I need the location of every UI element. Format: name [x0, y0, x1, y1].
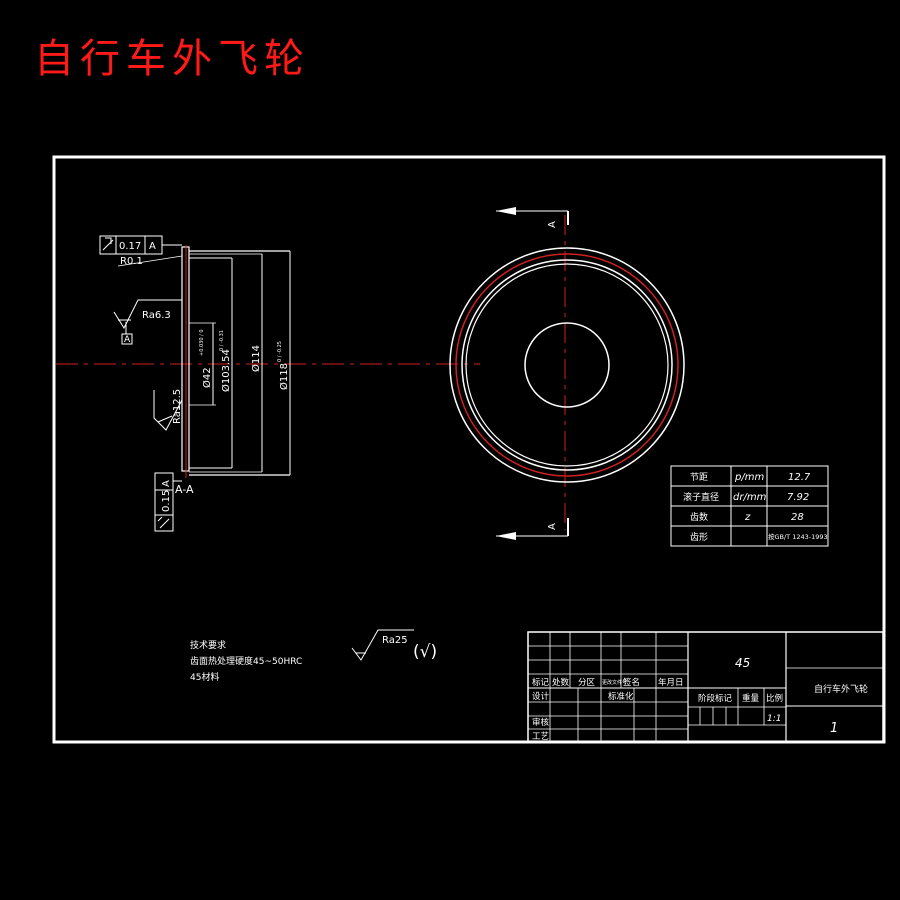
param-row-name: 齿数 — [690, 511, 708, 523]
header-cell: 年月日 — [658, 677, 684, 688]
param-row-value: 12.7 — [788, 472, 811, 483]
dim-bore-tolerance: +0.030 / 0 — [199, 329, 205, 356]
tolerance-frame-top: 0.17 A — [99, 235, 182, 255]
radius-label: R0.1 — [120, 256, 143, 267]
svg-text:Ra6.3: Ra6.3 — [142, 310, 171, 321]
material: 45 — [735, 656, 750, 670]
scale-label: 比例 — [766, 693, 783, 704]
reviewer-label: 审核 — [532, 717, 550, 728]
stage-mark-label: 阶段标记 — [698, 693, 733, 704]
param-row-symbol: p/mm — [734, 472, 764, 483]
title-block: 标记 处数 分区 更改文件号 签名 年月日 设计 标准化 审核 工艺 45 阶段… — [527, 631, 884, 743]
header-cell: 更改文件号 — [602, 679, 627, 686]
header-cell: 处数 — [552, 677, 570, 688]
param-row-value: 28 — [791, 512, 804, 523]
section-view: Ø42 +0.030 / 0 Ø103.54 0 / -0.31 Ø114 Ø1… — [56, 235, 480, 532]
header-cell: 标记 — [532, 677, 550, 688]
param-row-name: 节距 — [690, 472, 708, 483]
param-row-value: 7.92 — [787, 492, 809, 503]
svg-text:A: A — [547, 221, 558, 228]
svg-text:0.17: 0.17 — [119, 241, 141, 252]
notes-heading: 技术要求 — [190, 639, 226, 651]
weight-label: 重量 — [742, 693, 760, 704]
param-row-symbol: z — [744, 512, 751, 523]
front-view: A A — [449, 207, 685, 540]
drawing-name: 自行车外飞轮 — [814, 683, 868, 695]
inner-root-circle — [465, 263, 669, 467]
tolerance-frame-bottom: A 0.15 — [154, 472, 182, 532]
svg-text:(√): (√) — [413, 642, 437, 662]
svg-text:A: A — [149, 241, 156, 252]
dim-outer-diameter: Ø118 — [278, 363, 290, 390]
param-row-name: 滚子直径 — [683, 491, 719, 503]
svg-text:0.15: 0.15 — [161, 490, 172, 512]
surface-finish-symbol: Ra25 (√) — [351, 629, 437, 662]
outer-circle — [449, 247, 685, 483]
datum-label: A — [124, 335, 131, 345]
dim-outer-tolerance: 0 / -0.25 — [277, 341, 283, 362]
dim-root-diameter: Ø103.54 — [220, 349, 232, 392]
svg-text:Ra25: Ra25 — [382, 635, 408, 646]
section-mark-top: A — [496, 207, 569, 228]
notes-line-1: 齿面热处理硬度45~50HRC — [190, 655, 302, 667]
designer-label: 设计 — [532, 691, 550, 702]
dim-bore: Ø42 — [201, 367, 213, 388]
parameter-table: 节距 p/mm 12.7 滚子直径 dr/mm 7.92 齿数 z 28 齿形 … — [670, 465, 829, 547]
bore-circle — [524, 322, 610, 408]
dim-pitch-diameter: Ø114 — [250, 345, 262, 372]
header-cell: 签名 — [623, 677, 640, 688]
roughness-symbol-1: Ra6.3 A — [113, 299, 182, 345]
svg-text:Ra12.5: Ra12.5 — [172, 389, 183, 424]
pitch-circle — [455, 253, 679, 477]
root-circle — [461, 259, 673, 471]
header-cell: 分区 — [578, 678, 596, 688]
page-title: 自行车外飞轮 — [34, 36, 310, 82]
process-label: 工艺 — [532, 732, 549, 742]
section-label: A-A — [175, 483, 194, 496]
standardization-label: 标准化 — [608, 691, 634, 702]
param-row-value: 按GB/T 1243-1993 — [768, 532, 828, 541]
roughness-symbol-2: Ra12.5 — [153, 389, 183, 431]
dim-root-tolerance: 0 / -0.31 — [219, 330, 225, 351]
drawing-frame — [52, 155, 886, 744]
scale-value: 1:1 — [767, 714, 781, 724]
param-row-name: 齿形 — [690, 531, 708, 543]
technical-notes: 技术要求 齿面热处理硬度45~50HRC 45材料 — [190, 639, 302, 683]
sheet-number: 1 — [830, 721, 838, 736]
svg-text:A: A — [161, 480, 172, 487]
notes-line-2: 45材料 — [190, 671, 219, 683]
section-mark-bottom: A — [496, 518, 569, 540]
svg-text:A: A — [547, 523, 558, 530]
param-row-symbol: dr/mm — [733, 492, 767, 503]
